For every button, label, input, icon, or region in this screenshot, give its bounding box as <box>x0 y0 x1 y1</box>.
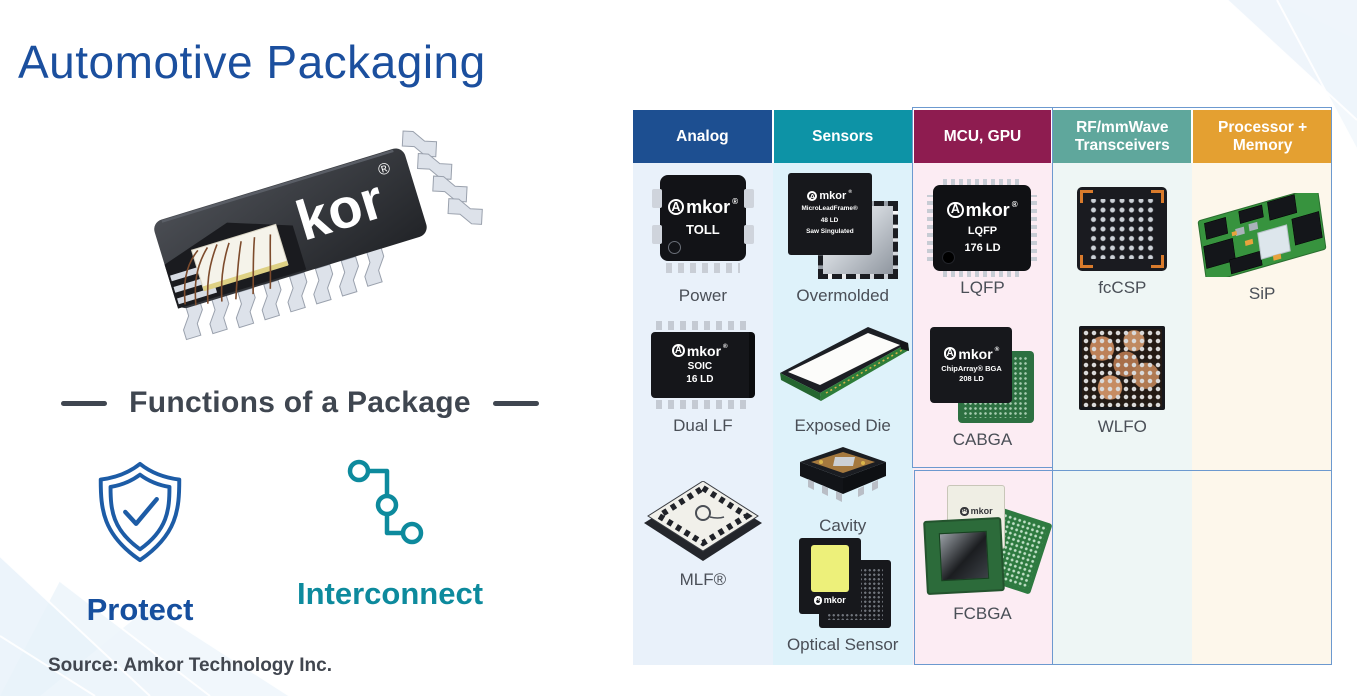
wlfo-package-image <box>1079 326 1166 410</box>
column-header-rf-mmwave: RF/mmWave Transceivers <box>1052 110 1193 163</box>
protect-item: Protect <box>10 458 270 628</box>
package-label: Overmolded <box>796 286 889 305</box>
package-fcbga: Amkor FCBGA FCBGA <box>913 485 1054 624</box>
sip-package-image <box>1197 193 1327 277</box>
cavity-package-image <box>799 447 886 502</box>
column-processor-memory: SiP <box>1192 163 1332 665</box>
protect-label: Protect <box>86 592 194 627</box>
package-label: Optical Sensor <box>786 635 899 654</box>
column-header-sensors: Sensors <box>772 110 913 163</box>
functions-heading: Functions of a Package <box>129 386 471 419</box>
package-sip: SiP <box>1192 193 1332 304</box>
heading-dash-right <box>492 400 539 406</box>
column-header-analog: Analog <box>633 110 773 163</box>
heading-dash-left <box>61 400 108 406</box>
package-label: SiP <box>1248 284 1276 303</box>
column-header-processor-memory: Processor + Memory <box>1192 110 1332 163</box>
shield-check-icon <box>98 461 182 563</box>
package-fccsp: fcCSP <box>1052 187 1192 298</box>
package-exposed-die: Exposed Die <box>773 321 913 436</box>
package-label: Dual LF <box>673 416 733 435</box>
package-label: LQFP <box>960 278 1005 297</box>
source-attribution: Source: Amkor Technology Inc. <box>48 655 332 676</box>
packaging-table: Analog Sensors MCU, GPU RF/mmWave Transc… <box>633 107 1332 665</box>
interconnect-item: Interconnect <box>260 458 520 628</box>
package-cutaway-image: kor ® <box>88 126 488 376</box>
table-header-row: Analog Sensors MCU, GPU RF/mmWave Transc… <box>633 110 1332 163</box>
package-label: CABGA <box>952 430 1013 449</box>
package-label: Power <box>678 286 727 305</box>
package-label: FCBGA <box>953 604 1012 623</box>
package-label: Cavity <box>819 516 867 535</box>
fccsp-package-image <box>1077 187 1168 271</box>
interconnect-nodes-icon <box>347 459 424 545</box>
package-label: fcCSP <box>1098 278 1147 297</box>
column-rf-mmwave: fcCSP WLFO <box>1052 163 1193 665</box>
svg-text:®: ® <box>376 160 392 180</box>
column-header-mcu-gpu: MCU, GPU <box>912 110 1053 163</box>
package-cavity: Cavity <box>773 445 913 536</box>
package-label: MLF® <box>679 570 727 589</box>
package-label: WLFO <box>1097 417 1147 436</box>
functions-section: Functions of a Package Protect <box>0 386 600 628</box>
exposed-die-package-image <box>779 327 909 401</box>
page-title: Automotive Packaging <box>18 35 486 88</box>
interconnect-label: Interconnect <box>296 576 484 611</box>
package-label: Exposed Die <box>794 416 891 435</box>
fcbga-package-image: Amkor FCBGA <box>917 485 1054 597</box>
package-mlf: MLF® <box>633 481 773 590</box>
mlf-package-image <box>643 481 762 561</box>
package-wlfo: WLFO <box>1052 326 1192 437</box>
